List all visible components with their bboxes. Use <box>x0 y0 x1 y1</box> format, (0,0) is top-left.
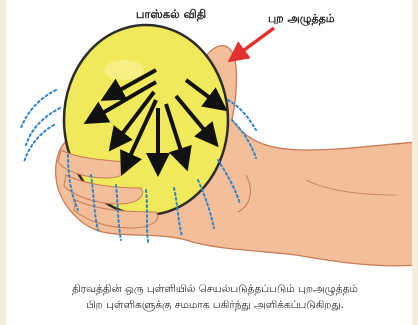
caption-line-2: பிற புள்ளிகளுக்கு சமமாக பகிர்ந்து அளிக்க… <box>6 299 418 312</box>
pascal-law-diagram <box>6 0 418 325</box>
external-pressure-pointer <box>236 28 274 56</box>
external-pressure-label: புற அழுத்தம் <box>268 12 335 27</box>
caption-line-1: திரவத்தின் ஒரு புள்ளியில் செயல்படுத்தப்ப… <box>6 283 418 296</box>
figure-title: பாஸ்கல் விதி <box>131 7 211 23</box>
